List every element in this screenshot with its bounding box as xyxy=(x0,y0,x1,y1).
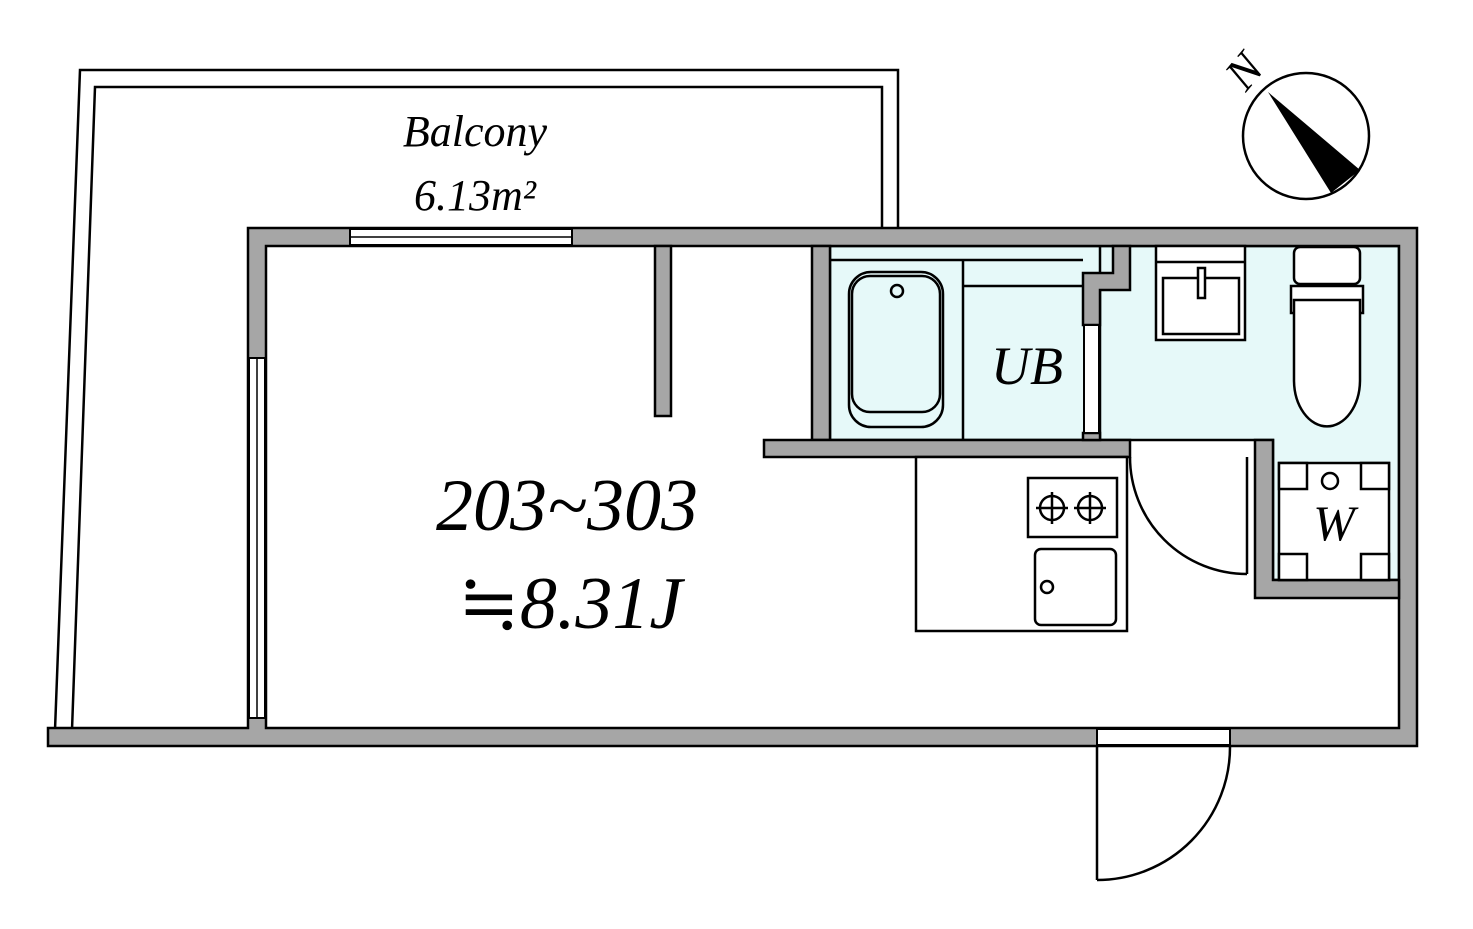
washer-space xyxy=(1277,461,1391,582)
window-left xyxy=(248,357,266,719)
compass-north-label: N xyxy=(1214,41,1275,100)
window-top xyxy=(349,228,573,246)
inner-door xyxy=(1128,456,1249,576)
balcony xyxy=(53,68,900,731)
sink-icon xyxy=(1033,547,1118,627)
kitchen xyxy=(914,455,1129,633)
washbasin-icon xyxy=(1154,244,1247,342)
balcony-area: 6.13m² xyxy=(414,171,537,220)
walls xyxy=(46,226,1419,748)
entrance-door xyxy=(1095,728,1232,882)
toilet-icon xyxy=(1289,245,1365,428)
bathroom-label: UB xyxy=(991,336,1063,396)
washer-label: W xyxy=(1313,495,1359,551)
balcony-label: Balcony xyxy=(403,107,548,156)
bathroom-door-opening xyxy=(1083,324,1100,434)
compass-icon: N xyxy=(1214,41,1371,201)
room-name: 203~303 xyxy=(436,465,698,547)
bathtub-icon xyxy=(830,258,1083,440)
room-size: ≒8.31J xyxy=(458,563,686,645)
